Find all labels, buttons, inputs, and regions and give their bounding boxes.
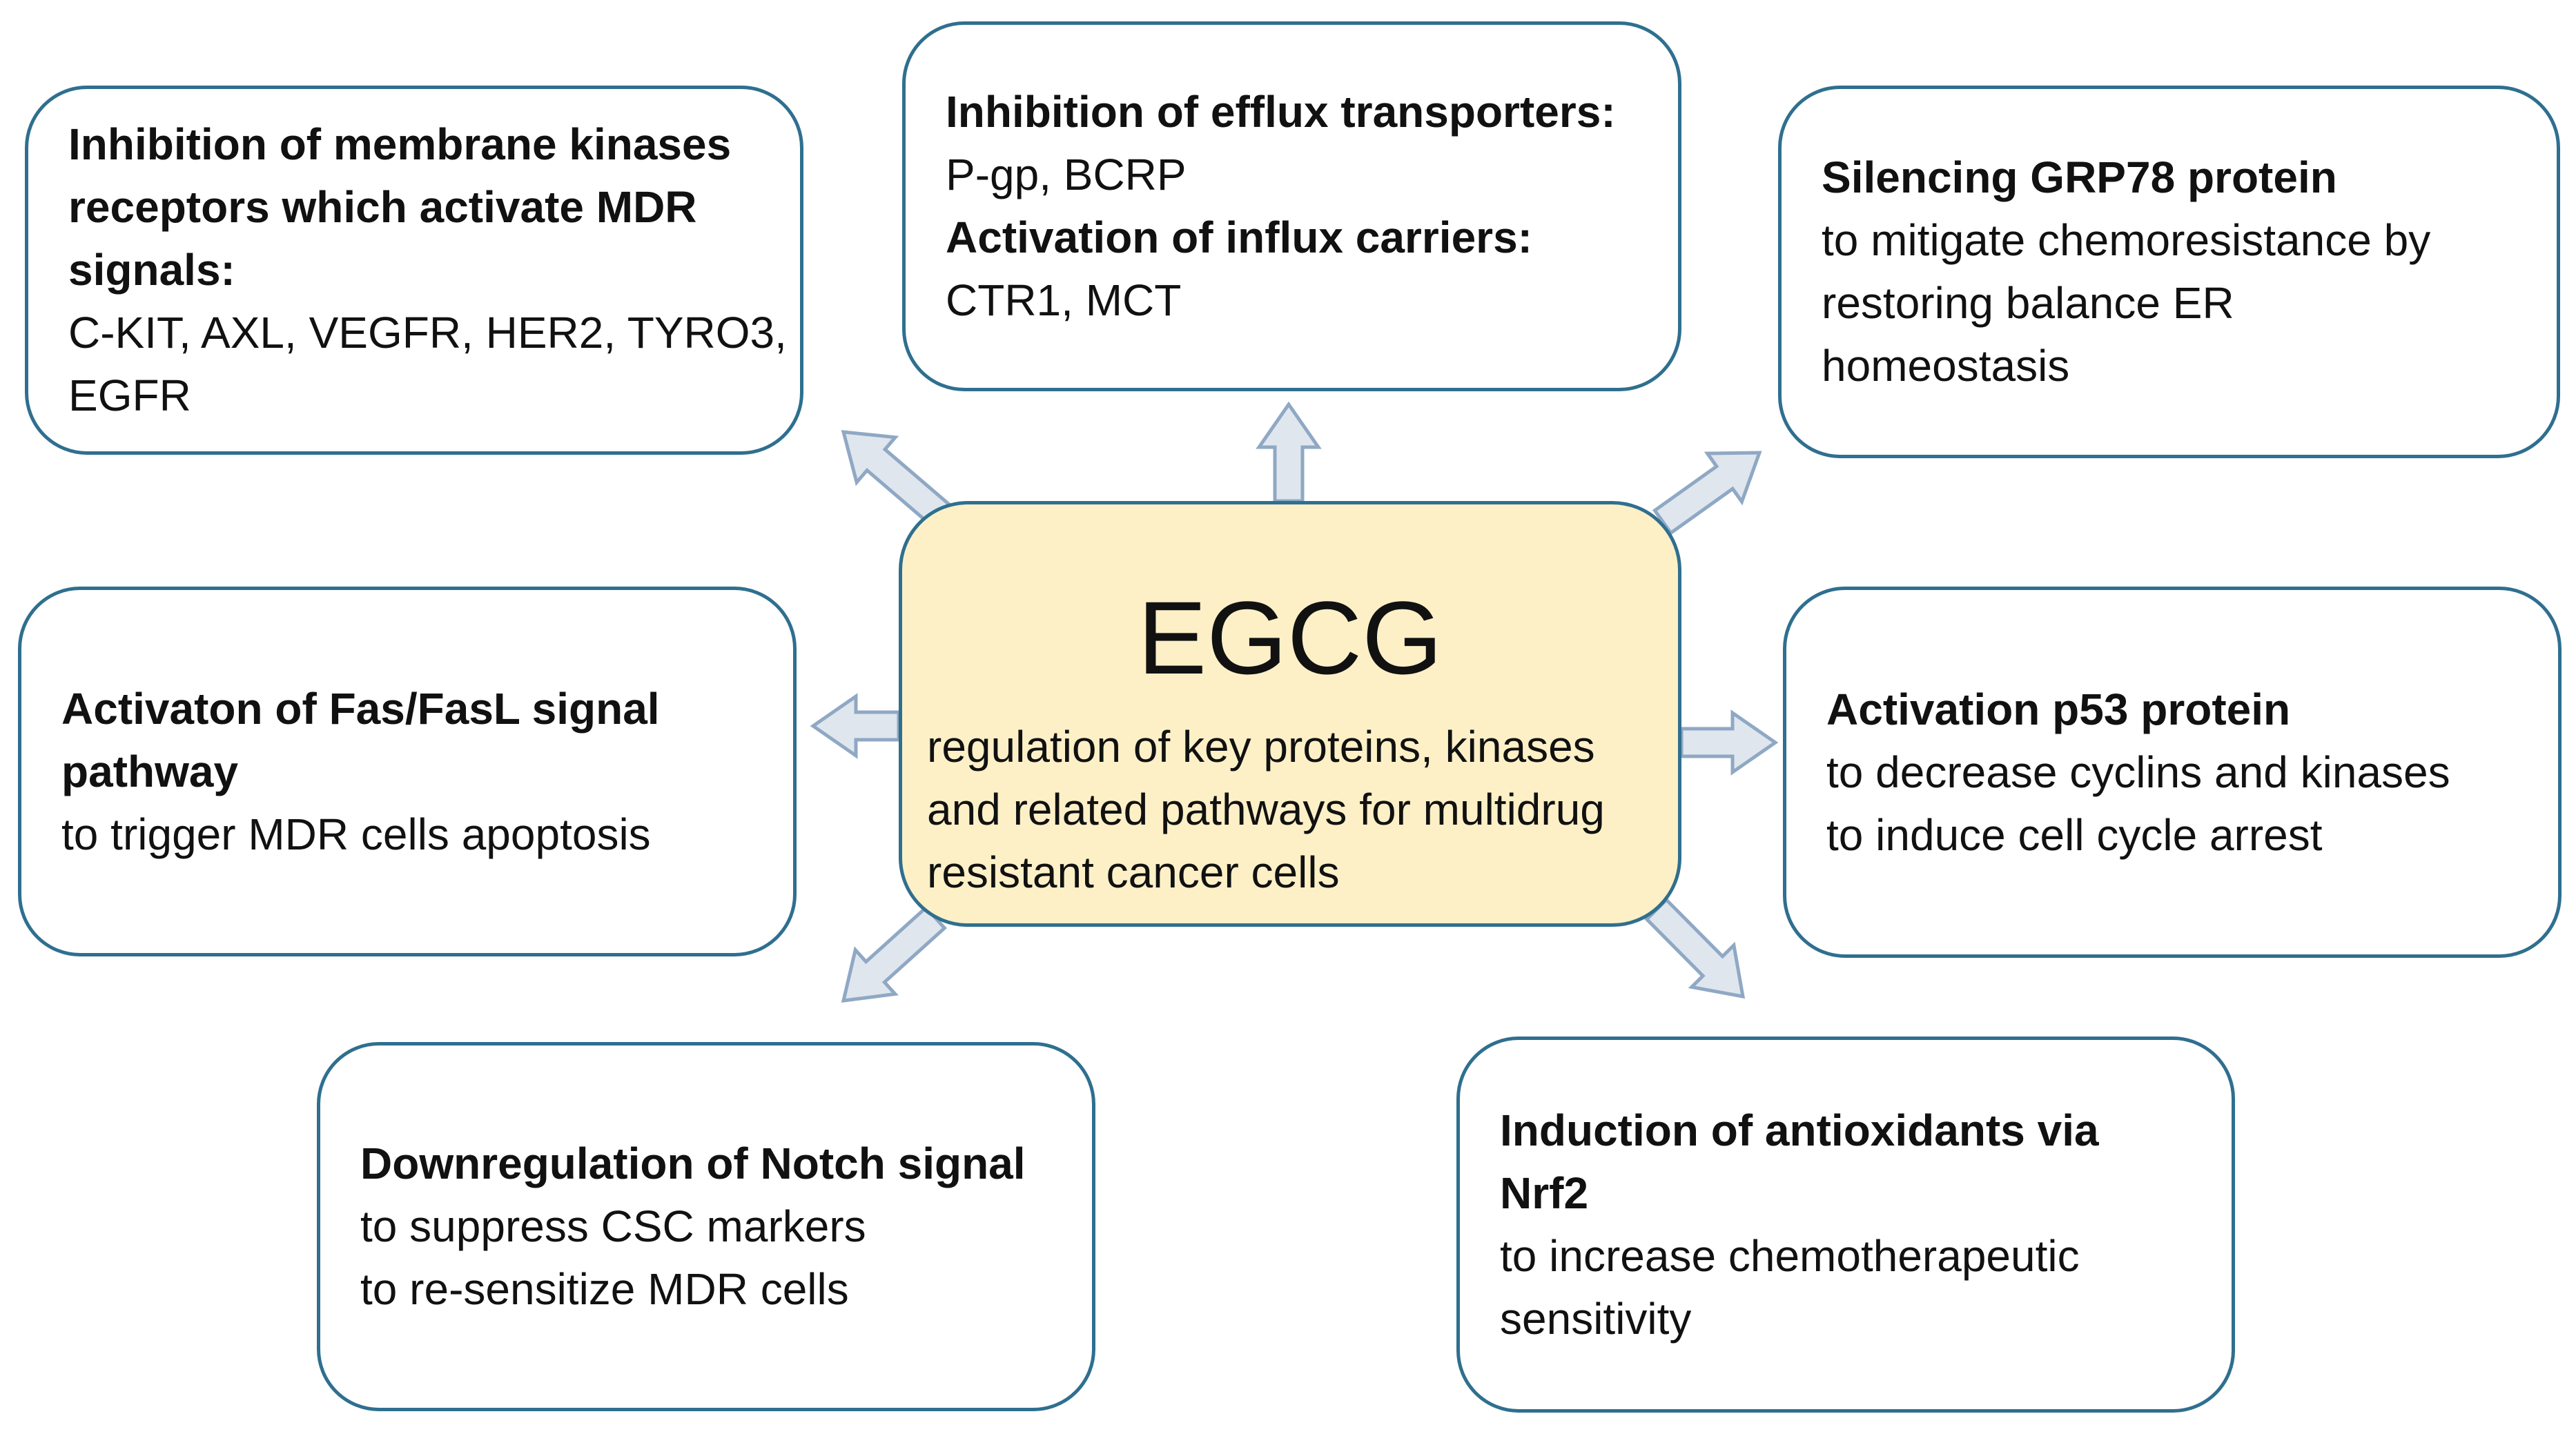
center-title: EGCG [1138,580,1443,696]
box-heading-line: Downregulation of Notch signal [360,1139,1026,1188]
box-text-line: to increase chemotherapeutic [1500,1230,2080,1281]
box-heading-line: pathway [61,746,239,796]
box-heading-line: Activation of influx carriers: [946,213,1532,262]
center-description: regulation of key proteins, kinases and … [927,716,1605,904]
box-text-line: P-gp, BCRP [946,150,1187,199]
box-fas-fasl: Activaton of Fas/FasL signal pathway to … [18,587,797,956]
box-text-line: to re-sensitize MDR cells [360,1264,849,1314]
box-text-line: to suppress CSC markers [360,1201,866,1251]
arrow-up-icon [1256,401,1322,503]
box-heading-line: Inhibition of efflux transporters: [946,87,1616,137]
box-heading-line: Silencing GRP78 protein [1822,153,2337,202]
box-heading-line: Activation p53 protein [1826,684,2291,734]
box-text-line: to decrease cyclins and kinases [1826,747,2450,797]
box-text-line: restoring balance ER [1822,278,2234,328]
box-text-line: CTR1, MCT [946,275,1182,325]
box-text-line: to mitigate chemoresistance by [1822,215,2431,265]
box-text-line: EGFR [68,371,191,420]
box-nrf2: Induction of antioxidants via Nrf2 to in… [1456,1037,2235,1413]
arrow-left-icon [810,693,901,759]
center-text-line: and related pathways for multidrug [927,785,1605,834]
arrow-down-left-icon [841,905,947,1003]
box-notch: Downregulation of Notch signal to suppre… [317,1042,1095,1411]
box-text-line: sensitivity [1500,1293,1692,1344]
box-text-line: C-KIT, AXL, VEGFR, HER2, TYRO3, [68,308,787,357]
box-membrane-kinases: Inhibition of membrane kinases receptors… [25,86,803,455]
arrow-right-icon [1679,709,1779,776]
box-efflux-transporters: Inhibition of efflux transporters: P-gp,… [902,21,1681,391]
box-heading-line: signals: [68,245,235,295]
box-heading-line: Inhibition of membrane kinases [68,119,732,169]
box-heading-line: Induction of antioxidants via [1500,1105,2099,1155]
box-heading-line: Activaton of Fas/FasL signal [61,683,660,734]
box-heading-line: receptors which activate MDR [68,182,697,232]
box-grp78: Silencing GRP78 protein to mitigate chem… [1778,86,2560,458]
center-text-line: resistant cancer cells [927,847,1340,897]
center-text-line: regulation of key proteins, kinases [927,722,1595,772]
arrow-down-right-icon [1644,897,1746,999]
box-heading-line: Nrf2 [1500,1168,1589,1218]
box-p53: Activation p53 protein to decrease cycli… [1783,587,2562,958]
arrow-up-left-icon [841,430,952,528]
box-text-line: homeostasis [1822,341,2070,391]
arrow-up-right-icon [1652,451,1762,536]
center-egcg-box: EGCG regulation of key proteins, kinases… [899,501,1681,927]
box-text-line: to trigger MDR cells apoptosis [61,809,651,859]
box-text-line: to induce cell cycle arrest [1826,809,2323,860]
